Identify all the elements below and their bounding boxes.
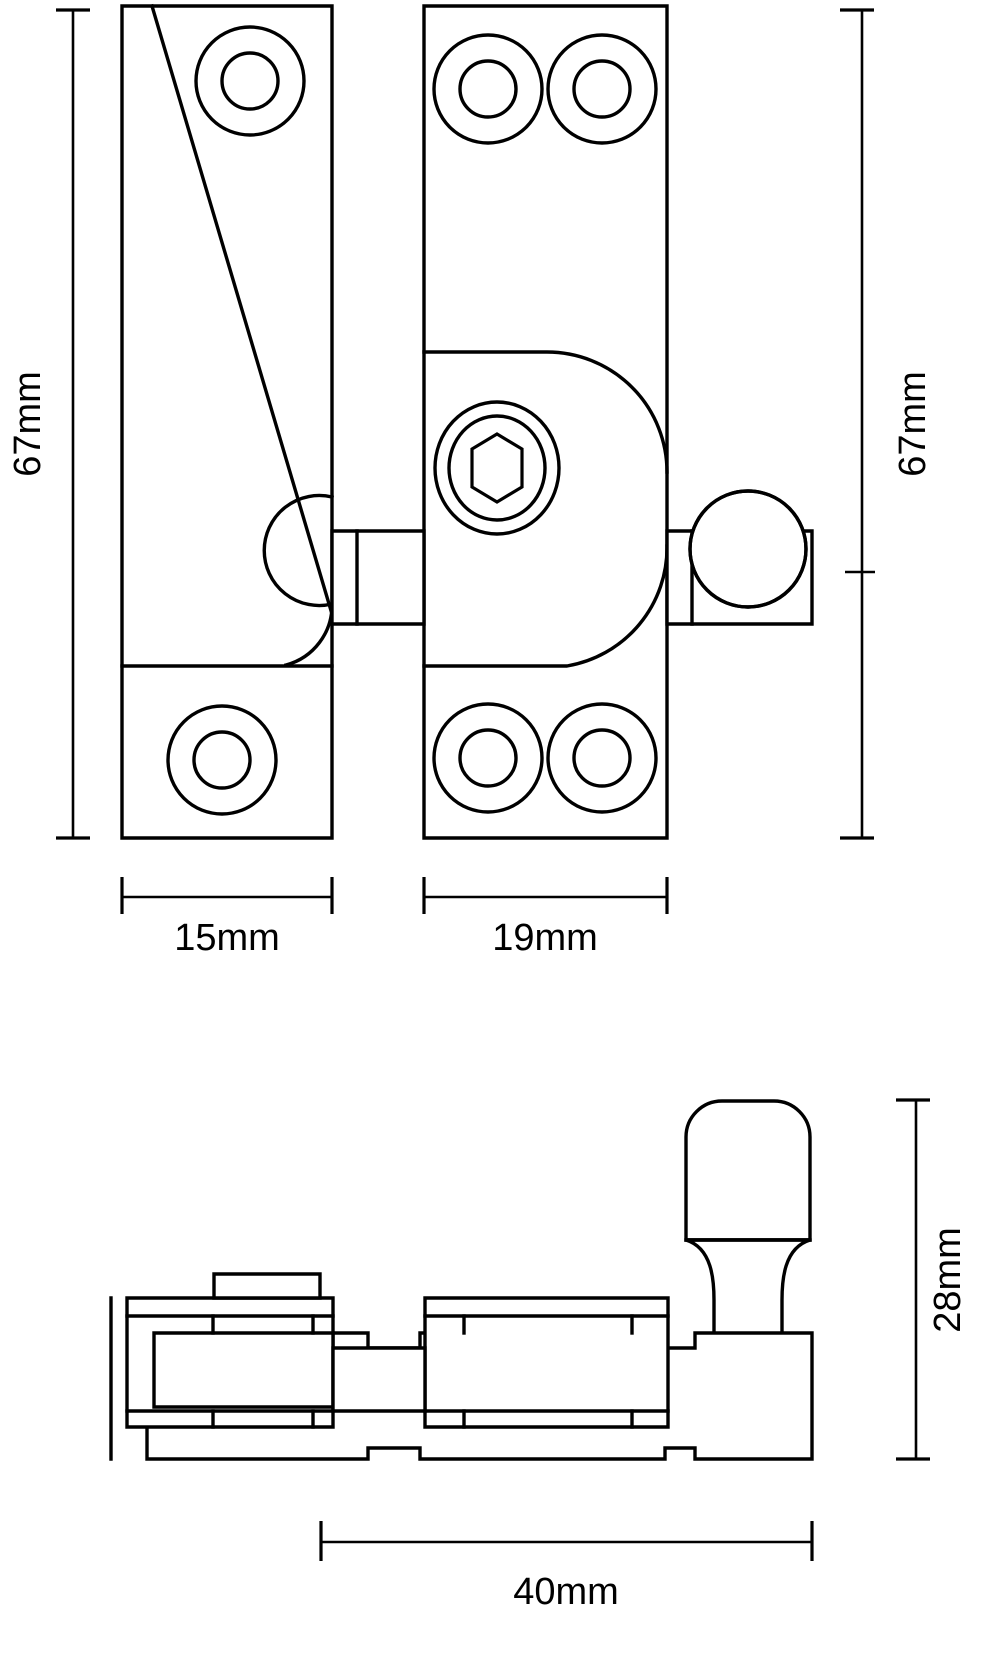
screw-hole-inner-ring: [220, 51, 280, 111]
dimension-label-height-right: 67mm: [892, 371, 934, 477]
screw-hole-body-bottom-right: [546, 702, 658, 814]
dimension-depth-side: 28mm: [896, 1098, 969, 1461]
screw-hole-outer-ring: [432, 33, 544, 145]
screw-hole-body-bottom-left: [432, 702, 544, 814]
dimension-length-side: 40mm: [319, 1521, 814, 1613]
knob-circle-outline: [688, 489, 808, 609]
hex-screw-outer-ring: [433, 400, 561, 536]
keep-plate-diagonal-edge: [149, 3, 335, 617]
screw-hole-keep-bottom: [166, 704, 278, 816]
keep-plate-pivot-barrel: [262, 493, 335, 608]
screw-hole-body-top-right: [546, 33, 658, 145]
dimension-label-depth-side: 28mm: [927, 1227, 969, 1333]
knob-stem-outline: [685, 1238, 811, 1336]
screw-hole-outer-ring: [546, 702, 658, 814]
left-block-inner: [152, 1331, 335, 1409]
body-plate-lower-shoulder: [422, 544, 669, 668]
body-plate-upper-shoulder: [422, 350, 669, 474]
dimension-label-height-left: 67mm: [7, 371, 49, 477]
screw-hole-outer-ring: [166, 704, 278, 816]
hex-socket-screw: [433, 400, 561, 536]
knob-assembly-front: [665, 489, 814, 626]
screw-hole-inner-ring: [458, 59, 518, 119]
screw-hole-body-top-left: [432, 33, 544, 145]
hex-screw-inner-ring: [447, 414, 547, 522]
dimension-height-left: 67mm: [7, 8, 90, 840]
connecting-arm-side: [331, 1346, 427, 1413]
pivot-spigot-left: [330, 529, 426, 626]
knob-head-outline: [684, 1099, 812, 1242]
dimension-label-width-keep: 15mm: [174, 917, 280, 959]
side-view-group: 28mm 40mm: [109, 1098, 969, 1613]
keep-plate-outline: [120, 4, 334, 840]
left-pivot-block-side: [109, 1272, 335, 1461]
dimension-height-right: 67mm: [840, 8, 934, 840]
screw-hole-outer-ring: [546, 33, 658, 145]
connecting-arm-outline: [331, 1346, 427, 1413]
knob-profile-side: [684, 1099, 812, 1336]
dimension-width-body: 19mm: [422, 877, 669, 959]
keep-plate: [120, 3, 335, 840]
dimension-width-keep: 15mm: [120, 877, 334, 959]
dimension-label-length-side: 40mm: [513, 1571, 619, 1613]
centre-plate-block-side: [423, 1296, 670, 1429]
left-block-top-tab: [212, 1272, 322, 1300]
screw-hole-outer-ring: [194, 25, 306, 137]
screw-hole-inner-ring: [458, 728, 518, 788]
screw-hole-keep-top: [194, 25, 306, 137]
screw-hole-outer-ring: [432, 702, 544, 814]
screw-hole-inner-ring: [572, 728, 632, 788]
spigot-left-outline: [330, 529, 426, 626]
hex-socket-recess: [470, 432, 524, 504]
body-plate: [422, 4, 669, 840]
front-view-group: 67mm 67mm: [7, 3, 934, 959]
screw-hole-inner-ring: [572, 59, 632, 119]
screw-hole-inner-ring: [192, 730, 252, 790]
dimension-label-width-body: 19mm: [492, 917, 598, 959]
